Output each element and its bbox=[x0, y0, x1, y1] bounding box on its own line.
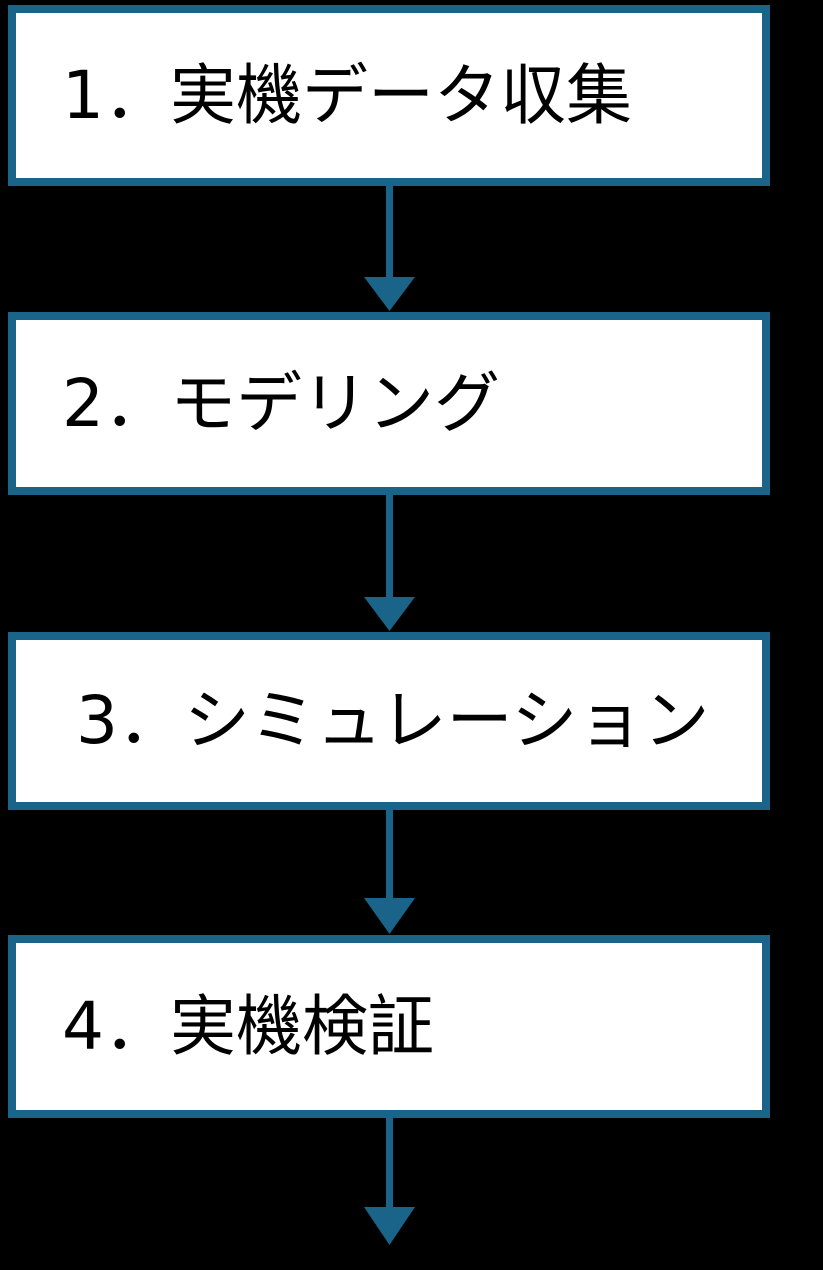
arrow-shaft bbox=[386, 810, 393, 902]
flowchart-node-4[interactable]: 4．実機検証 bbox=[8, 935, 770, 1118]
arrow-shaft bbox=[386, 186, 393, 281]
flowchart-node-1-label: 1．実機データ収集 bbox=[62, 56, 632, 134]
arrow-node4-to-next bbox=[364, 1118, 415, 1245]
flowchart-node-1[interactable]: 1．実機データ収集 bbox=[8, 5, 770, 186]
arrow-head-icon bbox=[364, 277, 415, 311]
flowchart-node-2-label: 2．モデリング bbox=[62, 364, 500, 442]
flowchart-node-3-label: 3．シミュレーション bbox=[76, 682, 710, 759]
arrow-head-icon bbox=[364, 898, 415, 934]
arrow-node2-to-node3 bbox=[364, 495, 415, 631]
arrow-node3-to-node4 bbox=[364, 810, 415, 934]
arrow-shaft bbox=[386, 495, 393, 600]
arrow-node1-to-node2 bbox=[364, 186, 415, 311]
arrow-head-icon bbox=[364, 1207, 415, 1245]
flowchart-node-2[interactable]: 2．モデリング bbox=[8, 312, 770, 495]
arrow-head-icon bbox=[364, 597, 415, 631]
flowchart-node-4-label: 4．実機検証 bbox=[62, 987, 434, 1065]
flowchart-node-3[interactable]: 3．シミュレーション bbox=[8, 632, 770, 810]
arrow-shaft bbox=[386, 1118, 393, 1211]
